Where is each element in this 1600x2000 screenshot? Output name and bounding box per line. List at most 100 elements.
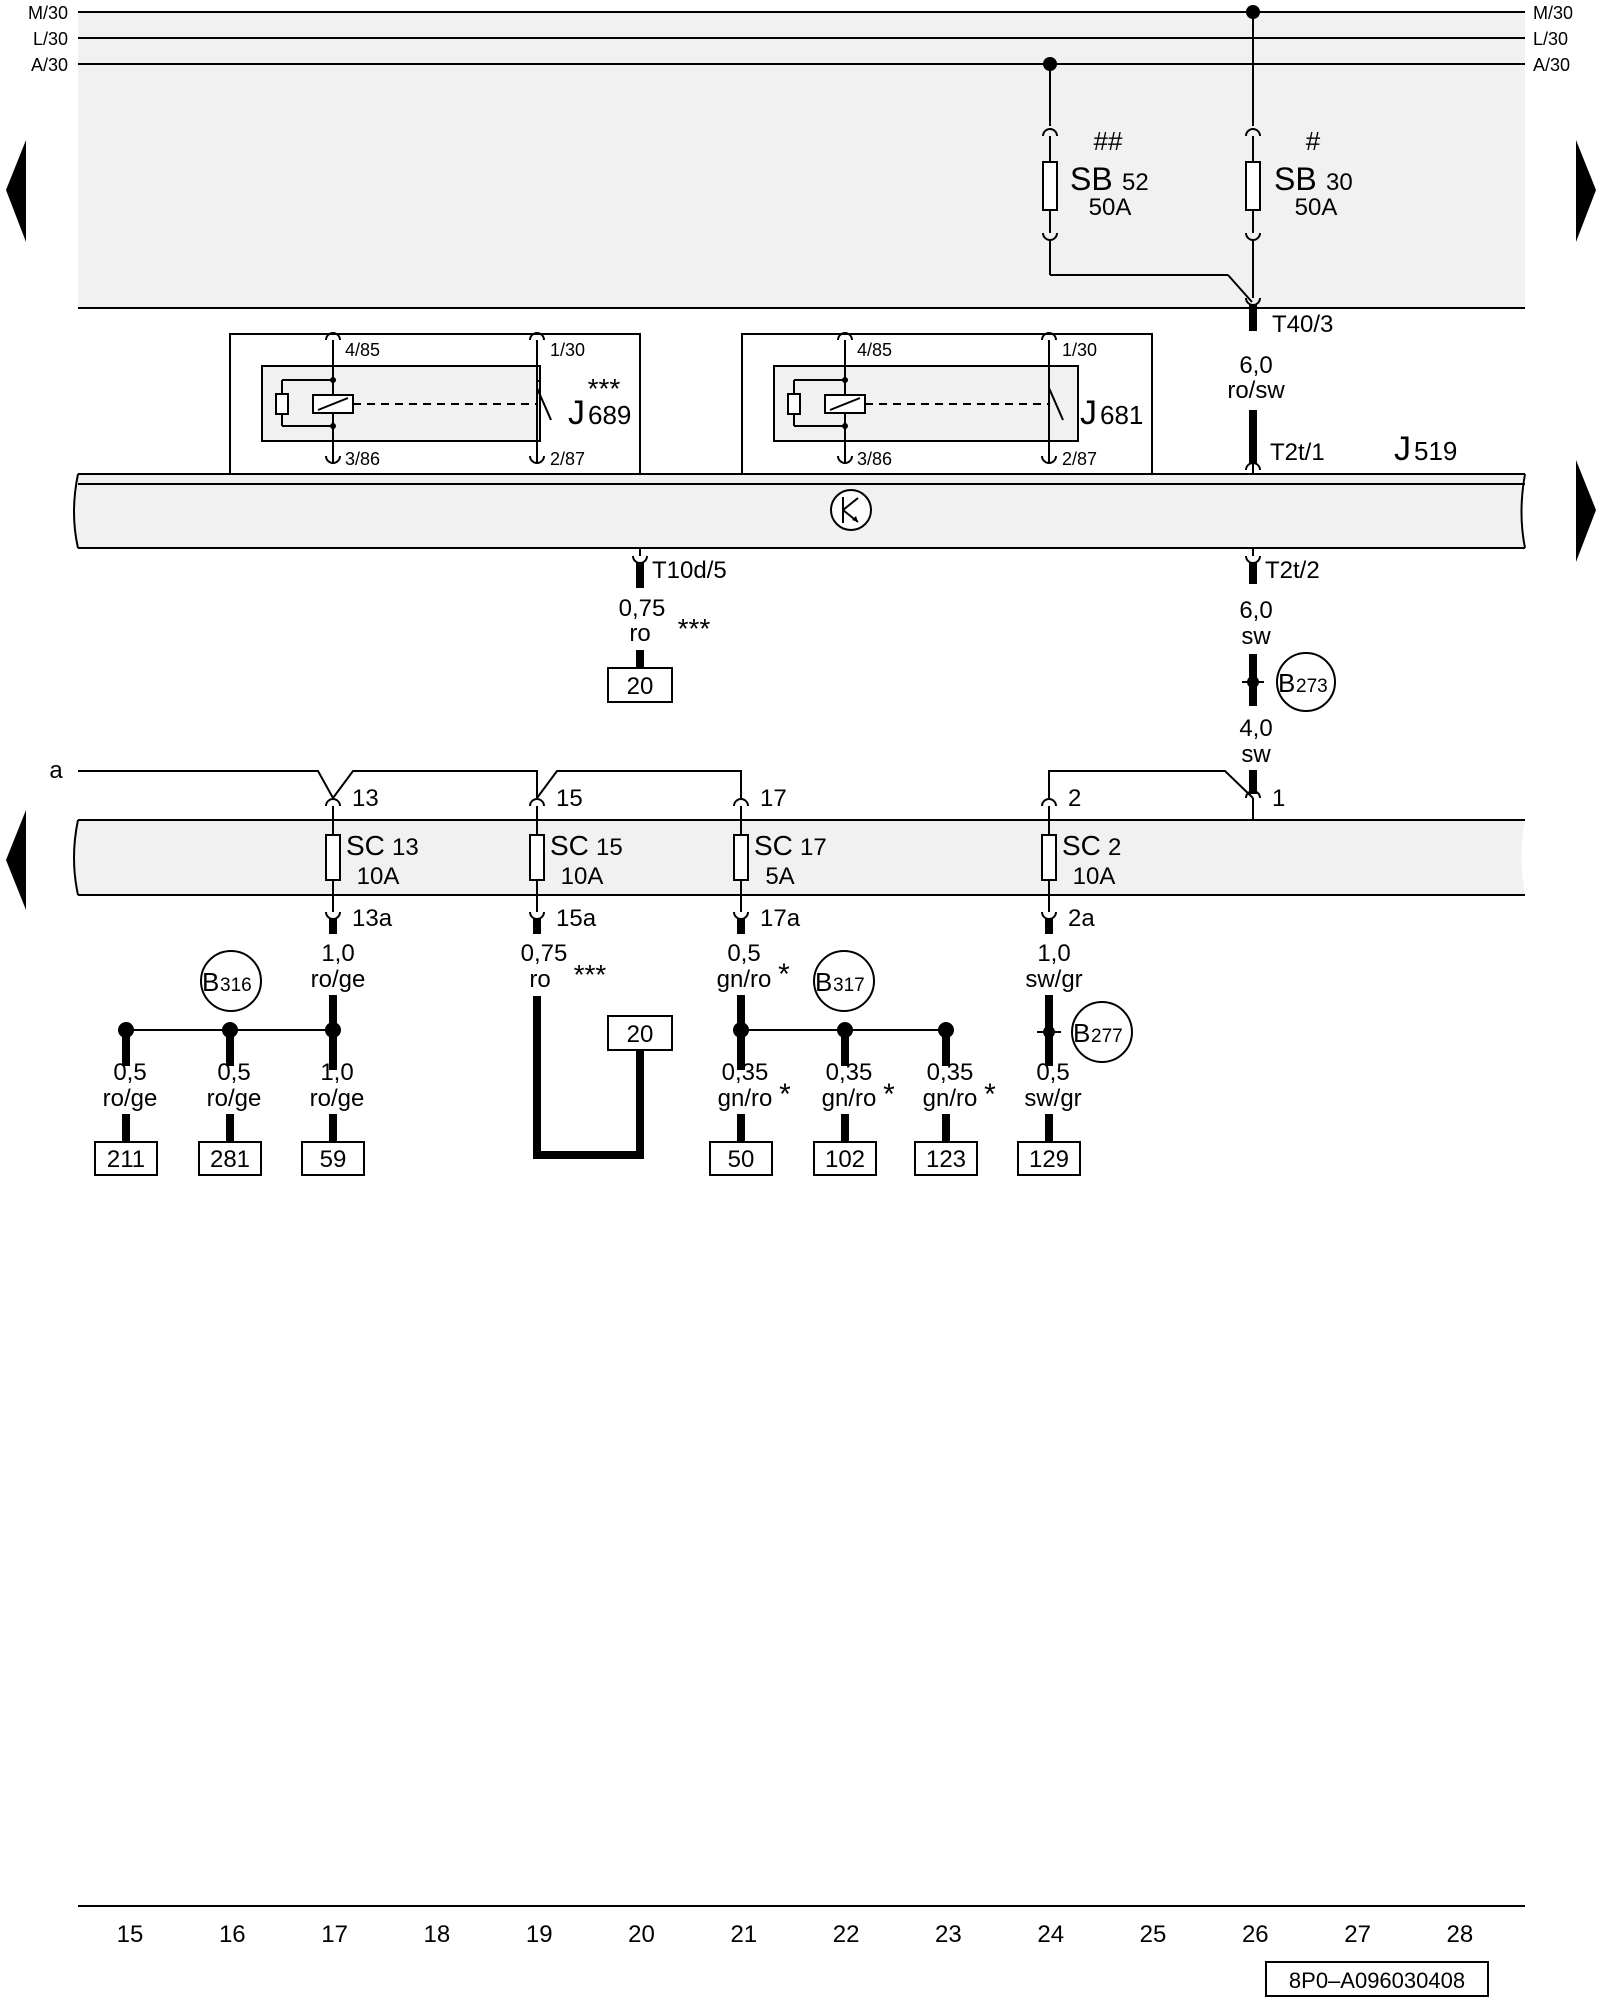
branch-123-color: gn/ro (923, 1085, 978, 1112)
rail-label-left-m30: M/30 (28, 3, 68, 23)
branch-211-segment (122, 1114, 130, 1142)
splice-b273-num: 273 (1296, 676, 1328, 697)
relay-j689-pin-2: 1/30 (550, 340, 585, 360)
splice-b273-badge (1276, 652, 1336, 712)
rail-label-left-l30: L/30 (33, 29, 68, 49)
branch-50-mark: * (779, 1078, 791, 1111)
ref-box-129-label: 129 (1029, 1146, 1069, 1173)
module-j519-letter: J (1394, 430, 1411, 468)
fuse-sb52-mark: ## (1094, 126, 1123, 156)
fuse-sc2-num: 2 (1108, 834, 1121, 861)
splice-b316-letter: B (202, 967, 219, 997)
fuse-sc2-symbol (1041, 798, 1057, 920)
fuse-pin-17: 17 (760, 785, 787, 812)
relay-j681 (741, 332, 1153, 475)
rail-label-left-a30: A/30 (31, 55, 68, 75)
wire-rosw-color: ro/sw (1227, 377, 1285, 404)
fuse-sc17-rating: 5A (765, 863, 794, 890)
track-number-23: 23 (935, 1921, 962, 1948)
branch-59: 1,0ro/ge 59 (301, 1059, 365, 1176)
ref-box-sc15-label: 20 (627, 1021, 654, 1048)
connector-t2t-1-label: T2t/1 (1270, 439, 1325, 466)
wire-sc15-size: 0,75 (521, 940, 568, 967)
fuse-sb52-rating: 50A (1089, 194, 1132, 221)
relay-j689 (229, 332, 641, 475)
ref-box-281[interactable] (198, 1141, 262, 1176)
wire-sc17-mark: * (778, 958, 790, 991)
fuse-sc13-symbol (325, 798, 341, 920)
ref-box-123[interactable] (914, 1141, 978, 1176)
relay-j689-pin-3: 3/86 (345, 449, 380, 469)
fuse-sc15-rating: 10A (561, 863, 604, 890)
relay-j681-pin-2: 1/30 (1062, 340, 1097, 360)
branch-102-color: gn/ro (822, 1085, 877, 1112)
branch-281-segment (226, 1114, 234, 1142)
prev-page-arrow-icon[interactable] (6, 140, 26, 242)
splice-b277-num: 277 (1091, 1026, 1123, 1047)
wire-b273-size: 4,0 (1239, 715, 1272, 742)
fuse-pin-15: 15 (556, 785, 583, 812)
branch-123-segment (942, 1114, 950, 1142)
branch-59-size: 1,0 (320, 1059, 353, 1086)
relay-j681-pin-1: 4/85 (857, 340, 892, 360)
branch-123-stub (942, 1030, 950, 1066)
ref-box-50-label: 50 (728, 1146, 755, 1173)
track-number-28: 28 (1447, 1921, 1474, 1948)
prev-page-arrow-icon-2[interactable] (6, 810, 26, 910)
relay-j689-mark: *** (588, 373, 621, 404)
splice-b273-node (1247, 676, 1259, 688)
wire-sc15-loop (533, 996, 644, 1159)
ref-box-59[interactable] (301, 1141, 365, 1176)
doc-code: 8P0–A096030408 (1289, 1968, 1465, 1993)
fuse-sb52-code: SB (1070, 161, 1113, 197)
rail-label-right-a30: A/30 (1533, 55, 1570, 75)
ref-box-59-label: 59 (320, 1146, 347, 1173)
connector-t10d-5-symbol (632, 555, 648, 564)
branch-50-segment (737, 1114, 745, 1142)
ref-box-t10d[interactable] (607, 667, 673, 703)
connector-t10d-5-label: T10d/5 (652, 557, 727, 584)
track-number-22: 22 (833, 1921, 860, 1948)
wire-t10d-size: 0,75 (619, 595, 666, 622)
track-number-20: 20 (628, 1921, 655, 1948)
track-number-21: 21 (730, 1921, 757, 1948)
next-page-arrow-icon[interactable] (1576, 140, 1596, 242)
fuse-sb52-num: 52 (1122, 169, 1149, 196)
fuse-pin-2: 2 (1068, 785, 1081, 812)
connector-t2t-2-symbol (1245, 555, 1261, 564)
line-a-label: a (49, 757, 63, 784)
next-page-arrow-icon-2[interactable] (1576, 460, 1596, 562)
wire-sc2-segment (1045, 995, 1053, 1050)
fuse-pin-1: 1 (1272, 785, 1285, 812)
fuse-box-sc-band (73, 819, 1525, 896)
ref-box-102-label: 102 (825, 1146, 865, 1173)
connector-t2t-1-symbol (1245, 462, 1261, 471)
wire-b273-segment (1249, 770, 1257, 794)
splice-b317-num: 317 (833, 975, 865, 996)
fuse-sc17-num: 17 (800, 834, 827, 861)
wire-sc13-color: ro/ge (311, 966, 366, 993)
ref-box-50[interactable] (709, 1141, 773, 1176)
wire-sc2-size: 1,0 (1037, 940, 1070, 967)
ref-box-102[interactable] (813, 1141, 877, 1176)
branch-59-color: ro/ge (310, 1085, 365, 1112)
wire-t2t2-size: 6,0 (1239, 597, 1272, 624)
track-number-26: 26 (1242, 1921, 1269, 1948)
feed-13-15-wire (332, 770, 538, 799)
branch-102-segment (841, 1114, 849, 1142)
feed-15-17-wire (536, 770, 742, 799)
ref-box-sc15[interactable] (607, 1015, 673, 1051)
track-number-19: 19 (526, 1921, 553, 1948)
ref-box-129[interactable] (1017, 1141, 1081, 1176)
branch-59-segment (329, 1114, 337, 1142)
connector-t2t-2-pin (1249, 562, 1257, 584)
ref-box-211[interactable] (94, 1141, 158, 1176)
relay-j681-pin-4: 2/87 (1062, 449, 1097, 469)
fuse-sb30-mark: # (1306, 126, 1321, 156)
fuse-sc15-num: 15 (596, 834, 623, 861)
